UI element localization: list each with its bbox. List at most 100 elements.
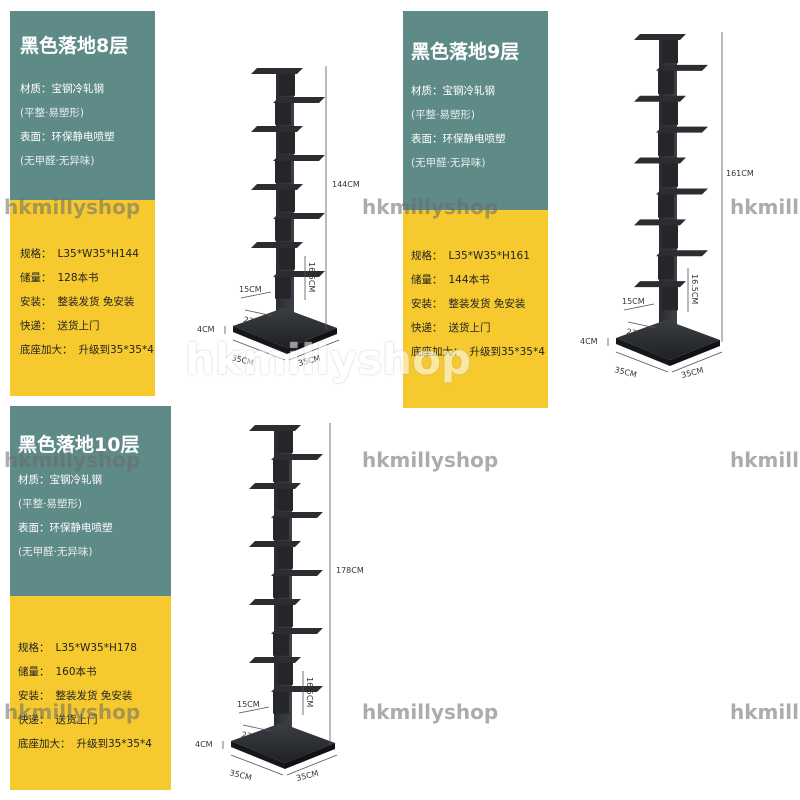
shelf-divider (273, 576, 289, 598)
shelf-divider (273, 518, 289, 540)
shelf-tier (273, 271, 325, 277)
shelf-divider (662, 287, 678, 311)
surface-note: (无甲醛·无异味) (411, 157, 486, 169)
shelf-divider (275, 103, 291, 125)
shelf-tier (271, 628, 323, 634)
spec-delivery: 快递：送货上门 (18, 714, 98, 726)
shelf-tier (249, 599, 301, 605)
shelf-base-side (287, 328, 337, 354)
panel-bottom-yellow: 规格：L35*W35*H144 储量：128本书 安装：整装发货 免安装 快递：… (10, 200, 155, 396)
dimension-line-base-depth (671, 351, 723, 373)
shelf-divider (662, 163, 678, 187)
watermark: hkmill (730, 195, 799, 219)
shelf-divider (277, 605, 293, 627)
dimension-line-base-width (230, 754, 284, 776)
watermark: hkmillyshop (362, 195, 499, 219)
shelf-base (616, 320, 720, 360)
dimension-base-height-label: 4CM (197, 325, 215, 334)
spec-capacity: 储量：128本书 (20, 272, 99, 284)
dimension-width-label: 15CM (622, 297, 645, 306)
spec-capacity: 储量：160本书 (18, 666, 97, 678)
spec-size: 规格：L35*W35*H161 (411, 250, 530, 262)
surface-note: (无甲醛·无异味) (20, 155, 95, 167)
dimension-base-height-label: 4CM (195, 740, 213, 749)
shelf-divider (658, 132, 674, 156)
shelf-tier (634, 157, 686, 164)
shelf-divider (277, 547, 293, 569)
shelf-divider (273, 634, 289, 656)
dimension-line-width (238, 706, 270, 714)
surface-note: (无甲醛·无异味) (18, 546, 93, 558)
shelf-base-side (233, 326, 287, 354)
shelf-divider (279, 248, 295, 270)
shelf-tier (271, 512, 323, 518)
panel-top-teal: 黑色落地8层 材质：宝钢冷轧钢 (平整·易塑形) 表面：环保静电喷塑 (无甲醛·… (10, 11, 155, 200)
dimension-line-base-width (615, 351, 669, 373)
dimension-height-label: 161CM (726, 169, 754, 178)
shelf-divider (277, 663, 293, 685)
shelf-divider (277, 489, 293, 511)
shelf-tier (249, 541, 301, 547)
panel-bottom-yellow: 规格：L35*W35*H161 储量：144本书 安装：整装发货 免安装 快递：… (403, 210, 548, 408)
material-note: (平整·易塑形) (18, 498, 83, 510)
shelf-base-side (231, 741, 285, 769)
shelf-divider (273, 692, 289, 714)
spec-size: 规格：L35*W35*H178 (18, 642, 137, 654)
watermark: hkmillyshop (4, 448, 141, 472)
dimension-base-width-label: 35CM (229, 768, 253, 782)
info-panel-10-tier: 黑色落地10层 材质：宝钢冷轧钢 (平整·易塑形) 表面：环保静电喷塑 (无甲醛… (10, 406, 171, 790)
surface-line: 表面：环保静电喷塑 (411, 133, 506, 145)
shelf-base-side (616, 338, 670, 366)
shelf-base (233, 308, 337, 348)
shelf-tier (271, 570, 323, 576)
shelf-divider (273, 460, 289, 482)
spec-install: 安装：整装发货 免安装 (20, 296, 135, 308)
spec-capacity: 储量：144本书 (411, 274, 490, 286)
panel-title: 黑色落地9层 (411, 41, 520, 63)
material-note: (平整·易塑形) (411, 109, 476, 121)
watermark: hkmillyshop (4, 195, 141, 219)
dimension-base-height-label: 4CM (580, 337, 598, 346)
shelf-tier (251, 68, 303, 74)
info-panel-8-tier: 黑色落地8层 材质：宝钢冷轧钢 (平整·易塑形) 表面：环保静电喷塑 (无甲醛·… (10, 11, 155, 396)
shelf-tier (273, 155, 325, 161)
shelf-divider (279, 74, 295, 96)
spec-base: 底座加大：升级到35*35*4 (18, 738, 152, 750)
dimension-line-depth (244, 309, 274, 317)
dimension-line-base-width (232, 339, 286, 361)
shelf-divider (279, 132, 295, 154)
dimension-width-label: 15CM (239, 285, 262, 294)
dimension-base-depth-label: 35CM (680, 366, 704, 380)
material-line: 材质：宝钢冷轧钢 (411, 85, 495, 97)
dimension-line-depth (242, 724, 272, 732)
shelf-tier (656, 126, 708, 133)
material-line: 材质：宝钢冷轧钢 (20, 83, 104, 95)
shelf-tier (249, 657, 301, 663)
shelf-tier (656, 250, 708, 257)
dimension-gap-label: 16.5CM (305, 677, 314, 707)
surface-line: 表面：环保静电喷塑 (18, 522, 113, 534)
dimension-base-depth-label: 35CM (295, 769, 319, 783)
shelf-tier (273, 213, 325, 219)
dimension-gap-label: 16.5CM (690, 274, 699, 304)
dimension-line-base-depth (288, 339, 340, 361)
watermark: hkmillyshop (362, 700, 499, 724)
shelf-base (231, 723, 335, 763)
panel-title: 黑色落地10层 (18, 434, 140, 456)
dimension-height-label: 144CM (332, 180, 360, 189)
shelf-divider (658, 194, 674, 218)
shelf-divider (662, 101, 678, 125)
watermark: hkmill (730, 700, 799, 724)
shelf-tier (634, 219, 686, 226)
shelf-tier (634, 281, 686, 288)
dimension-line-width (240, 291, 272, 299)
shelf-divider (279, 190, 295, 212)
shelf-tier (249, 425, 301, 431)
shelf-tier (634, 34, 686, 40)
shelf-divider (662, 225, 678, 249)
shelf-tier (251, 126, 303, 132)
shelf-divider (662, 40, 678, 64)
shelf-tier (251, 184, 303, 190)
